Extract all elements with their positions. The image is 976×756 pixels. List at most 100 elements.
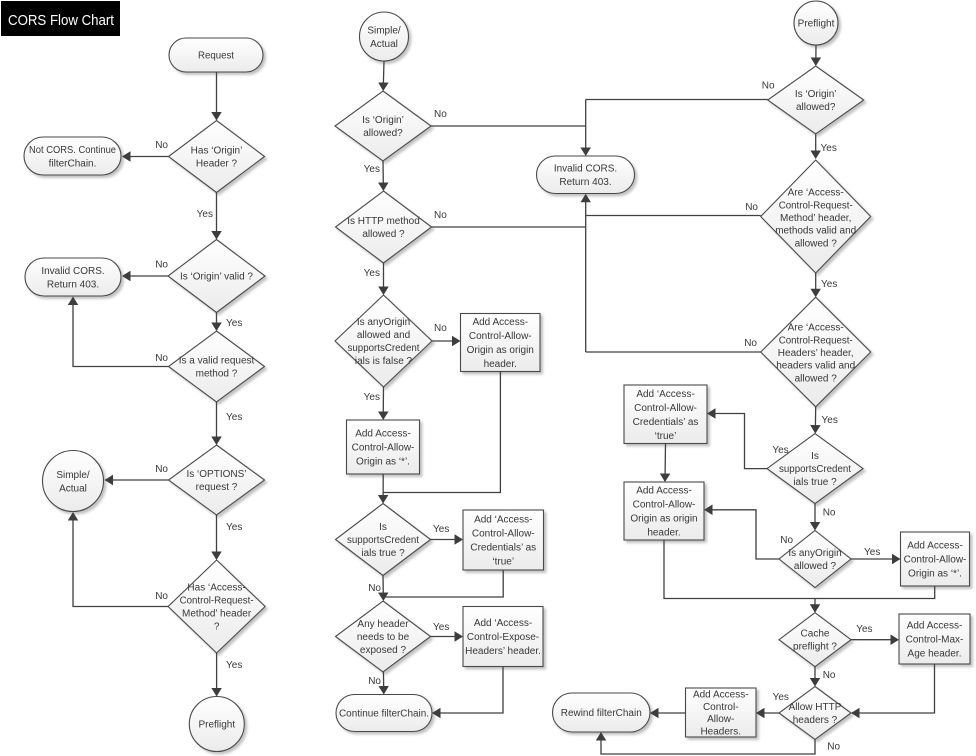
svg-text:Yes: Yes (364, 268, 380, 279)
svg-text:Control-Request-: Control-Request- (779, 335, 853, 346)
svg-text:‘true’: ‘true’ (492, 557, 514, 568)
svg-text:No: No (368, 583, 381, 594)
svg-text:Header ?: Header ? (196, 159, 238, 170)
svg-text:Has ‘Origin’: Has ‘Origin’ (191, 146, 243, 157)
svg-text:header.: header. (647, 528, 680, 539)
svg-text:No: No (745, 202, 758, 213)
svg-text:allowed?: allowed? (363, 128, 403, 139)
svg-text:Add Access-: Add Access- (907, 621, 963, 632)
svg-text:No: No (744, 338, 757, 349)
svg-text:filterChain.: filterChain. (49, 158, 97, 169)
svg-text:Invalid CORS.: Invalid CORS. (41, 266, 104, 277)
svg-text:Actual: Actual (370, 39, 398, 50)
svg-text:Yes: Yes (197, 209, 213, 220)
svg-text:allowed ?: allowed ? (362, 229, 405, 240)
svg-text:Simple/: Simple/ (56, 470, 90, 481)
svg-text:Method’ header,: Method’ header, (780, 213, 851, 224)
svg-text:Headers.: Headers. (700, 726, 741, 737)
svg-text:Request: Request (198, 51, 234, 62)
svg-text:Origin as ‘*’.: Origin as ‘*’. (356, 457, 410, 468)
svg-text:Yes: Yes (364, 164, 380, 175)
svg-text:Is ‘Origin’: Is ‘Origin’ (795, 89, 837, 100)
svg-text:Simple/: Simple/ (367, 25, 401, 36)
svg-text:supportsCredent: supportsCredent (779, 464, 851, 475)
svg-text:Yes: Yes (822, 415, 838, 426)
svg-text:supportsCredent: supportsCredent (347, 535, 419, 546)
svg-text:Not CORS. Continue: Not CORS. Continue (29, 145, 116, 156)
svg-text:Allow-: Allow- (707, 714, 734, 725)
svg-text:Return 403.: Return 403. (47, 279, 99, 290)
svg-text:Headers’ header.: Headers’ header. (465, 646, 541, 657)
svg-text:No: No (434, 323, 447, 334)
svg-text:No: No (827, 742, 840, 753)
svg-text:Actual: Actual (59, 483, 87, 494)
svg-text:Yes: Yes (821, 143, 837, 154)
svg-text:Control-Request-: Control-Request- (779, 200, 853, 211)
svg-text:No: No (155, 260, 168, 271)
svg-text:Origin as origin: Origin as origin (467, 345, 534, 356)
svg-text:needs to be: needs to be (357, 632, 410, 643)
svg-text:request ?: request ? (196, 482, 238, 493)
svg-text:No: No (823, 670, 836, 681)
svg-text:Any header: Any header (357, 619, 409, 630)
svg-text:headers valid and: headers valid and (776, 361, 855, 372)
svg-text:Control-Allow-: Control-Allow- (469, 331, 532, 342)
svg-text:Cache: Cache (801, 629, 830, 640)
svg-text:‘true’: ‘true’ (655, 431, 677, 442)
svg-text:Method’ header: Method’ header (182, 609, 252, 620)
svg-text:ials true ?: ials true ? (361, 548, 405, 559)
svg-text:No: No (368, 676, 381, 687)
svg-text:ials is false ?: ials is false ? (355, 356, 413, 367)
svg-text:supportsCredent: supportsCredent (348, 343, 420, 354)
svg-text:Control-Allow-: Control-Allow- (634, 403, 697, 414)
svg-text:allowed ?: allowed ? (795, 373, 838, 384)
svg-text:Allow HTTP: Allow HTTP (789, 702, 842, 713)
svg-text:?: ? (214, 622, 220, 633)
svg-text:No: No (780, 535, 793, 546)
svg-text:Add ‘Access-: Add ‘Access- (474, 618, 532, 629)
svg-text:Control-Allow-: Control-Allow- (633, 500, 696, 511)
svg-text:Is ‘Origin’: Is ‘Origin’ (362, 115, 404, 126)
svg-text:Yes: Yes (433, 524, 449, 535)
svg-text:header.: header. (484, 359, 517, 370)
svg-text:Add Access-: Add Access- (693, 690, 749, 701)
svg-text:Yes: Yes (772, 445, 788, 456)
svg-text:Origin as origin: Origin as origin (630, 514, 697, 525)
svg-text:Is a valid request: Is a valid request (179, 356, 255, 367)
svg-text:No: No (434, 210, 447, 221)
svg-text:Control-Request-: Control-Request- (180, 596, 254, 607)
svg-text:allowed and: allowed and (357, 330, 410, 341)
svg-text:No: No (155, 353, 168, 364)
svg-text:Has ‘Access-: Has ‘Access- (187, 583, 245, 594)
svg-text:No: No (155, 591, 168, 602)
svg-text:Yes: Yes (226, 412, 242, 423)
svg-text:Control-Allow-: Control-Allow- (352, 443, 415, 454)
svg-text:allowed ?: allowed ? (795, 238, 838, 249)
svg-text:Yes: Yes (226, 660, 242, 671)
svg-text:Is anyOrigin: Is anyOrigin (788, 548, 841, 559)
svg-text:Control-Expose-: Control-Expose- (467, 632, 539, 643)
svg-text:Yes: Yes (821, 279, 837, 290)
svg-text:Is ‘Origin’ valid ?: Is ‘Origin’ valid ? (180, 272, 253, 283)
svg-text:Are ‘Access-: Are ‘Access- (788, 188, 844, 199)
svg-text:Is anyOrigin: Is anyOrigin (357, 317, 410, 328)
svg-text:Are ‘Access-: Are ‘Access- (788, 323, 844, 334)
svg-text:Age header.: Age header. (908, 649, 962, 660)
svg-text:Credentials’ as: Credentials’ as (470, 543, 536, 554)
svg-text:headers ?: headers ? (793, 715, 838, 726)
svg-text:Is: Is (379, 522, 387, 533)
svg-text:No: No (823, 508, 836, 519)
svg-text:method ?: method ? (196, 369, 238, 380)
svg-text:Control-: Control- (703, 702, 739, 713)
svg-text:Yes: Yes (226, 318, 242, 329)
svg-text:Control-Max-: Control-Max- (906, 635, 964, 646)
svg-text:Add Access-: Add Access- (636, 486, 692, 497)
svg-text:ials true ?: ials true ? (793, 477, 837, 488)
svg-text:No: No (762, 81, 775, 92)
svg-text:Is ‘OPTIONS’: Is ‘OPTIONS’ (186, 469, 246, 480)
svg-text:Is HTTP method: Is HTTP method (347, 216, 420, 227)
svg-text:Add Access-: Add Access- (907, 541, 963, 552)
svg-text:Yes: Yes (773, 692, 789, 703)
svg-text:allowed ?: allowed ? (794, 561, 837, 572)
svg-text:allowed?: allowed? (796, 102, 836, 113)
